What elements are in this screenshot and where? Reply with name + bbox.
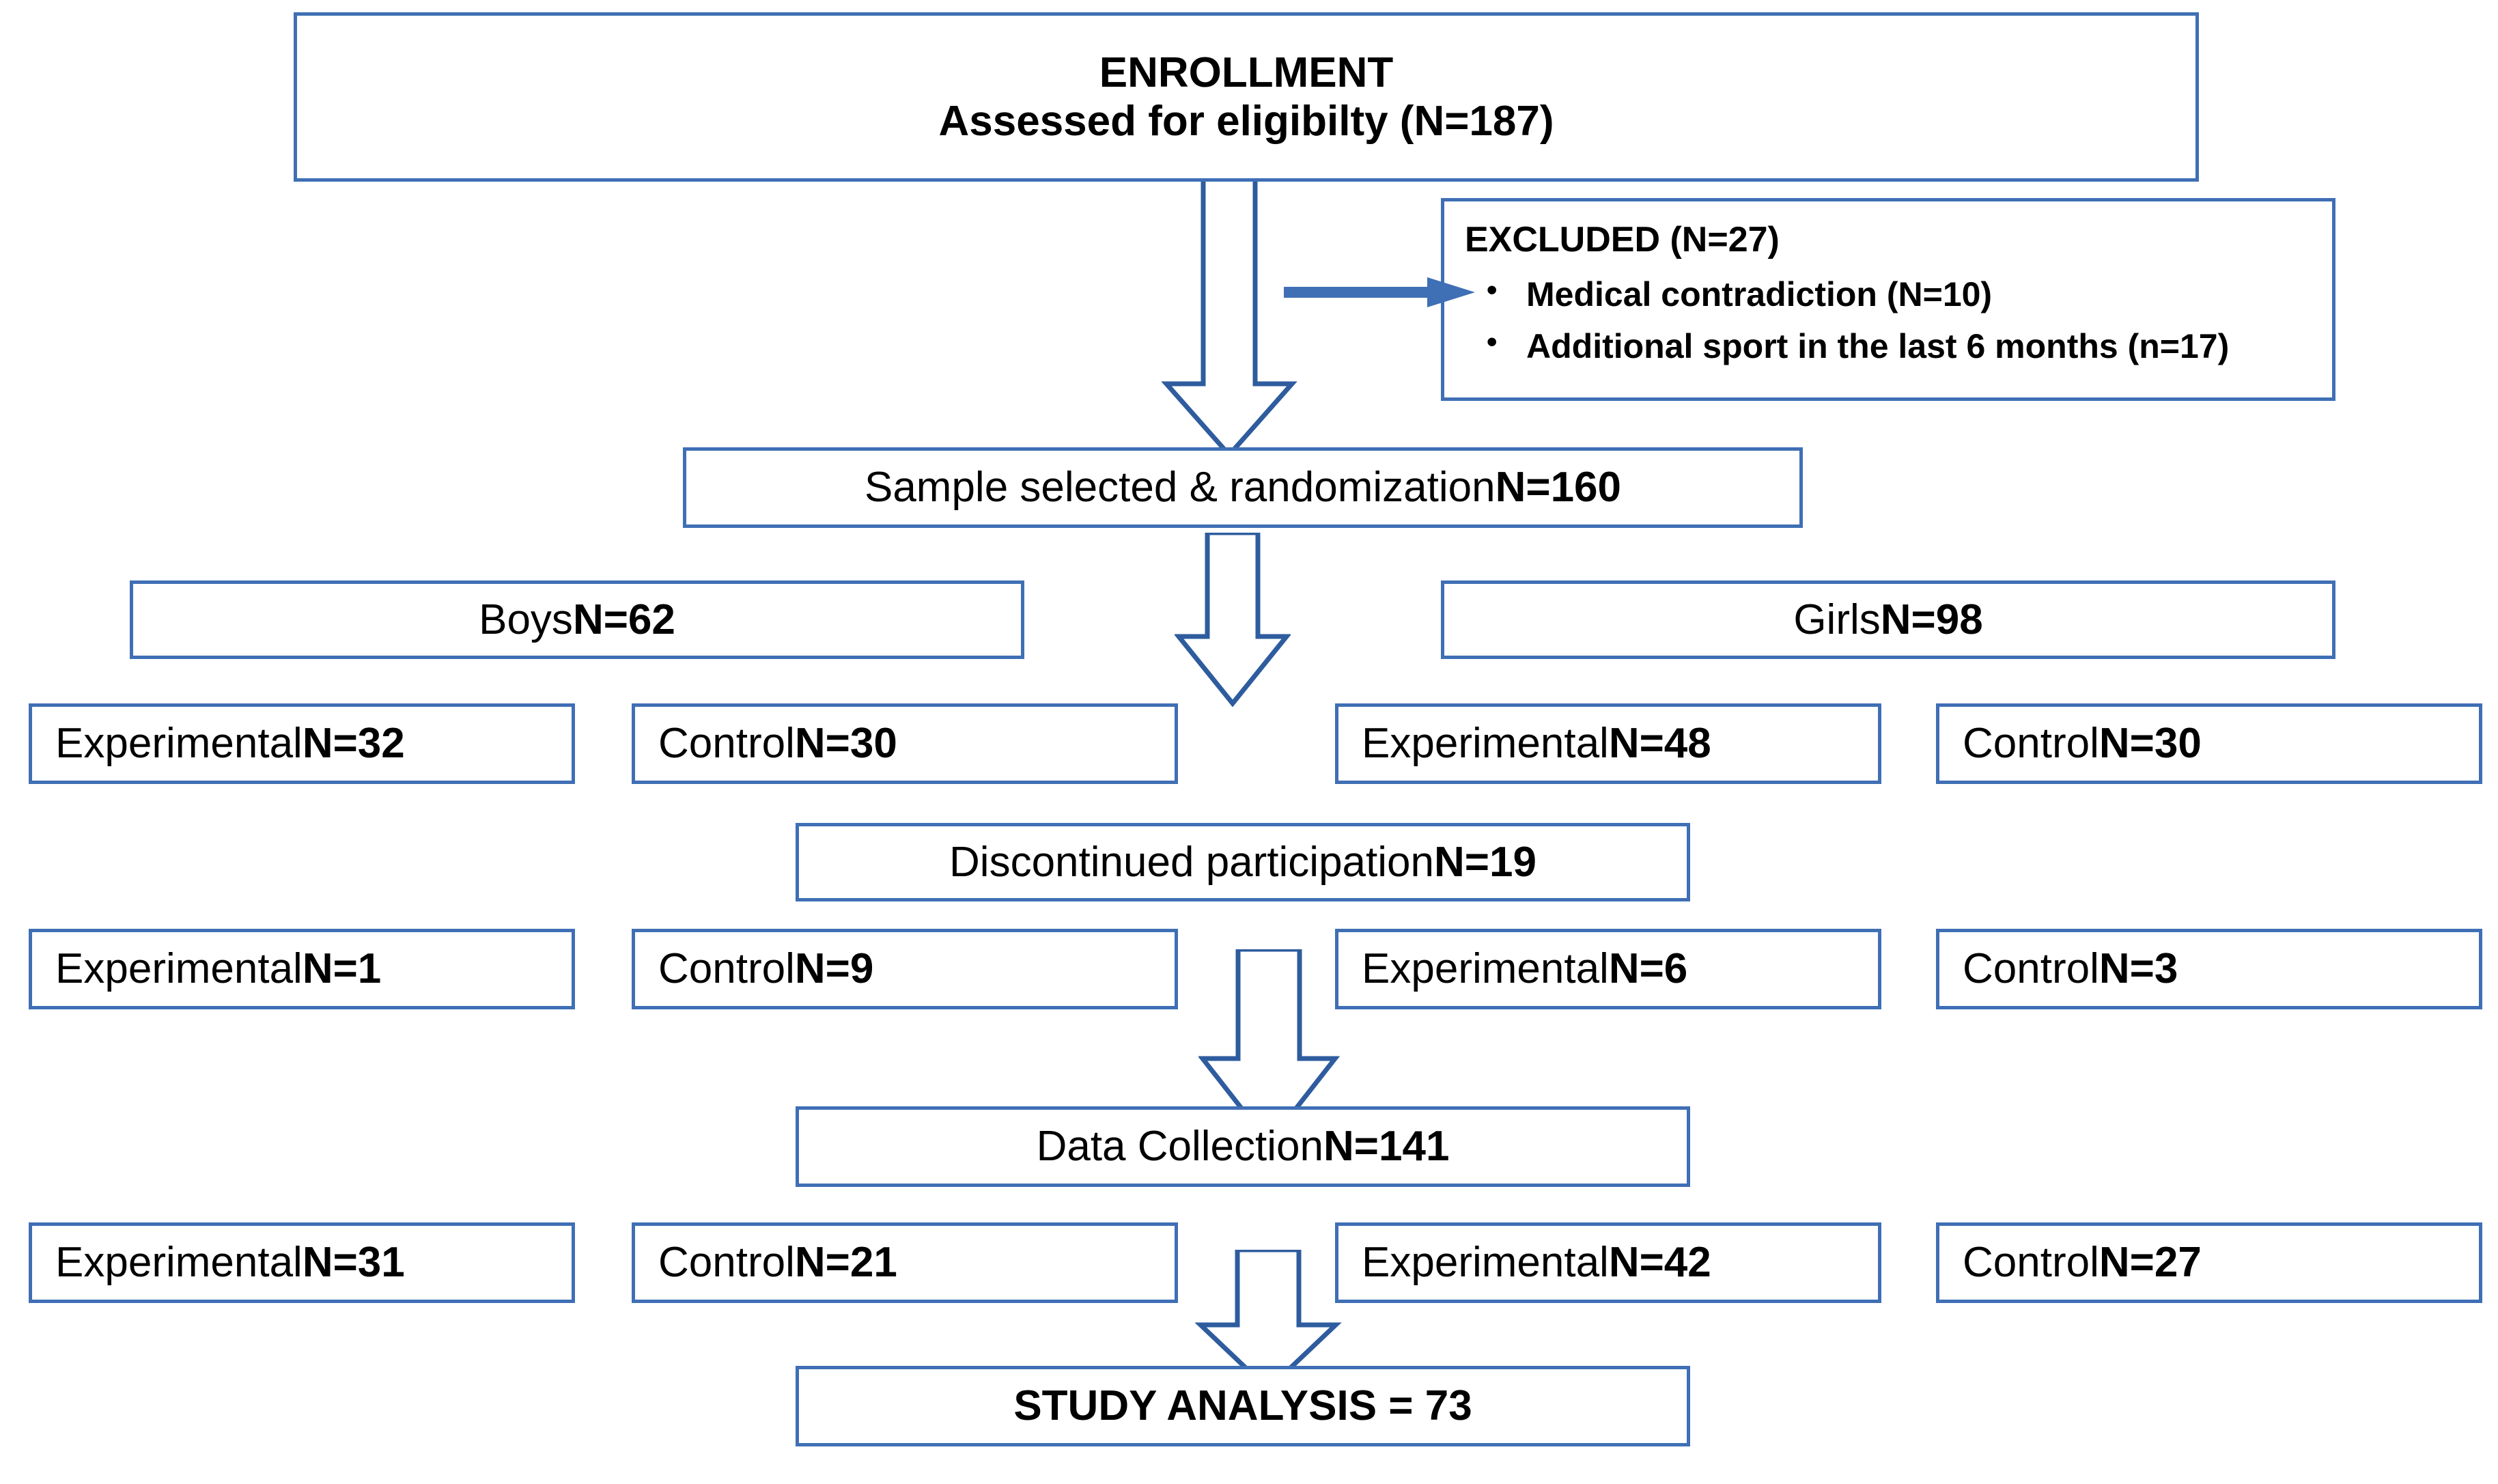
bullet-icon: •	[1487, 272, 1498, 307]
excluded-item-label: Additional sport in the last 6 months (n…	[1526, 326, 2230, 365]
arrow-to-excluded-box	[1284, 272, 1482, 313]
final-row-value: N=21	[794, 1239, 897, 1287]
arrow-discontinued-to-data-collection	[1198, 949, 1342, 1147]
boys-value: N=62	[572, 596, 675, 643]
excluded-box: EXCLUDED (N=27) • Medical contradiction …	[1441, 198, 2335, 401]
enrollment-subheading: Assessed for eligibilty (N=187)	[938, 98, 1554, 145]
excluded-title: EXCLUDED (N=27)	[1465, 220, 1780, 260]
data-collection-box: Data Collection N=141	[796, 1106, 1690, 1187]
discontinued-control-girls-box: Control N=3	[1936, 929, 2482, 1009]
enrollment-box: ENROLLMENT Assessed for eligibilty (N=18…	[294, 12, 2199, 182]
allocation-value: N=32	[302, 720, 405, 768]
final-control-boys-box: Control N=21	[632, 1222, 1178, 1303]
allocation-experimental-boys-box: Experimental N=32	[29, 703, 575, 784]
final-control-girls-box: Control N=27	[1936, 1222, 2482, 1303]
allocation-control-boys-box: Control N=30	[632, 703, 1178, 784]
discontinued-row-value: N=1	[302, 945, 382, 993]
excluded-list-item: • Medical contradiction (N=10)	[1487, 272, 2314, 317]
data-collection-value: N=141	[1323, 1123, 1450, 1171]
final-experimental-girls-box: Experimental N=42	[1335, 1222, 1881, 1303]
boys-box: Boys N=62	[130, 580, 1024, 659]
allocation-label: Experimental	[55, 720, 303, 768]
discontinued-value: N=19	[1434, 838, 1536, 886]
randomization-label: Sample selected & randomization	[864, 464, 1496, 512]
final-row-value: N=31	[302, 1239, 405, 1287]
discontinued-row-value: N=3	[2099, 945, 2178, 993]
study-analysis-label: STUDY ANALYSIS = 73	[1013, 1382, 1472, 1430]
randomization-box: Sample selected & randomization N=160	[683, 447, 1803, 528]
enrollment-heading: ENROLLMENT	[1099, 48, 1394, 96]
discontinued-row-value: N=9	[794, 945, 874, 993]
arrow-enrollment-to-randomization	[1161, 179, 1297, 459]
arrow-to-study-analysis	[1195, 1250, 1342, 1393]
excluded-list: • Medical contradiction (N=10) • Additio…	[1465, 272, 2314, 369]
discontinued-box: Discontinued participation N=19	[796, 823, 1690, 901]
allocation-label: Control	[658, 720, 795, 768]
discontinued-row-label: Experimental	[1362, 945, 1609, 993]
final-row-label: Control	[658, 1239, 795, 1287]
girls-box: Girls N=98	[1441, 580, 2335, 659]
discontinued-experimental-girls-box: Experimental N=6	[1335, 929, 1881, 1009]
discontinued-row-value: N=6	[1608, 945, 1688, 993]
boys-label: Boys	[479, 596, 573, 643]
excluded-item-label: Medical contradiction (N=10)	[1526, 275, 1993, 313]
girls-value: N=98	[1880, 596, 1983, 643]
final-row-label: Experimental	[1362, 1239, 1609, 1287]
arrow-randomization-to-groups	[1175, 533, 1291, 707]
final-row-value: N=27	[2099, 1239, 2202, 1287]
girls-label: Girls	[1793, 596, 1881, 643]
study-analysis-box: STUDY ANALYSIS = 73	[796, 1366, 1690, 1446]
allocation-label: Experimental	[1362, 720, 1609, 768]
allocation-experimental-girls-box: Experimental N=48	[1335, 703, 1881, 784]
discontinued-experimental-boys-box: Experimental N=1	[29, 929, 575, 1009]
final-experimental-boys-box: Experimental N=31	[29, 1222, 575, 1303]
discontinued-label: Discontinued participation	[949, 838, 1435, 886]
final-row-value: N=42	[1608, 1239, 1711, 1287]
data-collection-label: Data Collection	[1036, 1123, 1323, 1171]
final-row-label: Experimental	[55, 1239, 303, 1287]
allocation-value: N=30	[794, 720, 897, 768]
allocation-value: N=48	[1608, 720, 1711, 768]
allocation-label: Control	[1963, 720, 2099, 768]
excluded-list-item: • Additional sport in the last 6 months …	[1487, 324, 2314, 369]
discontinued-row-label: Experimental	[55, 945, 303, 993]
final-row-label: Control	[1963, 1239, 2099, 1287]
discontinued-row-label: Control	[1963, 945, 2099, 993]
allocation-value: N=30	[2099, 720, 2202, 768]
discontinued-control-boys-box: Control N=9	[632, 929, 1178, 1009]
randomization-value: N=160	[1495, 464, 1622, 512]
bullet-icon: •	[1487, 324, 1498, 359]
discontinued-row-label: Control	[658, 945, 795, 993]
allocation-control-girls-box: Control N=30	[1936, 703, 2482, 784]
